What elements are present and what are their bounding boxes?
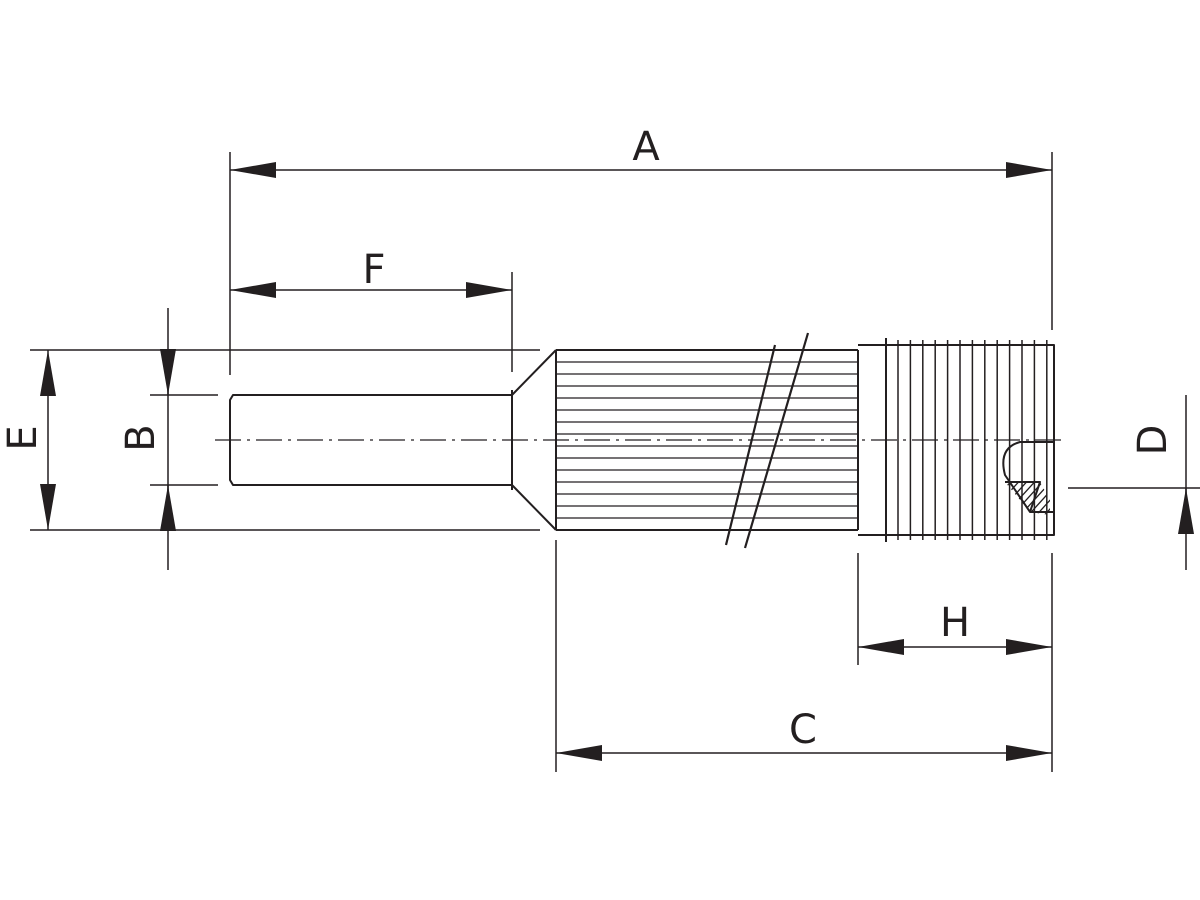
extension-lines xyxy=(30,152,1200,772)
label-e: E xyxy=(0,425,46,450)
taper-top xyxy=(511,349,557,396)
break-line-left xyxy=(724,344,777,546)
break-line-right xyxy=(743,332,810,549)
label-f: F xyxy=(362,247,385,293)
label-a: A xyxy=(632,124,660,170)
hatch-line xyxy=(1005,482,1017,515)
label-h: H xyxy=(940,600,970,646)
hatch-line xyxy=(960,476,1000,520)
label-d: D xyxy=(1130,425,1176,456)
hatch-line xyxy=(1005,482,1025,515)
dimension-lines xyxy=(40,162,1194,761)
hatch-line xyxy=(1072,476,1112,520)
label-b: B xyxy=(118,424,164,451)
hatch-line xyxy=(1031,482,1050,515)
hatch-line xyxy=(1064,476,1104,520)
hatch-line xyxy=(1005,482,1009,515)
taper-bottom xyxy=(511,484,557,531)
knurl-lines xyxy=(556,361,858,519)
cutaway-outline xyxy=(1002,441,1054,513)
hatch-line xyxy=(1056,476,1096,520)
hatch-line xyxy=(1039,482,1050,515)
label-c: C xyxy=(789,707,817,753)
